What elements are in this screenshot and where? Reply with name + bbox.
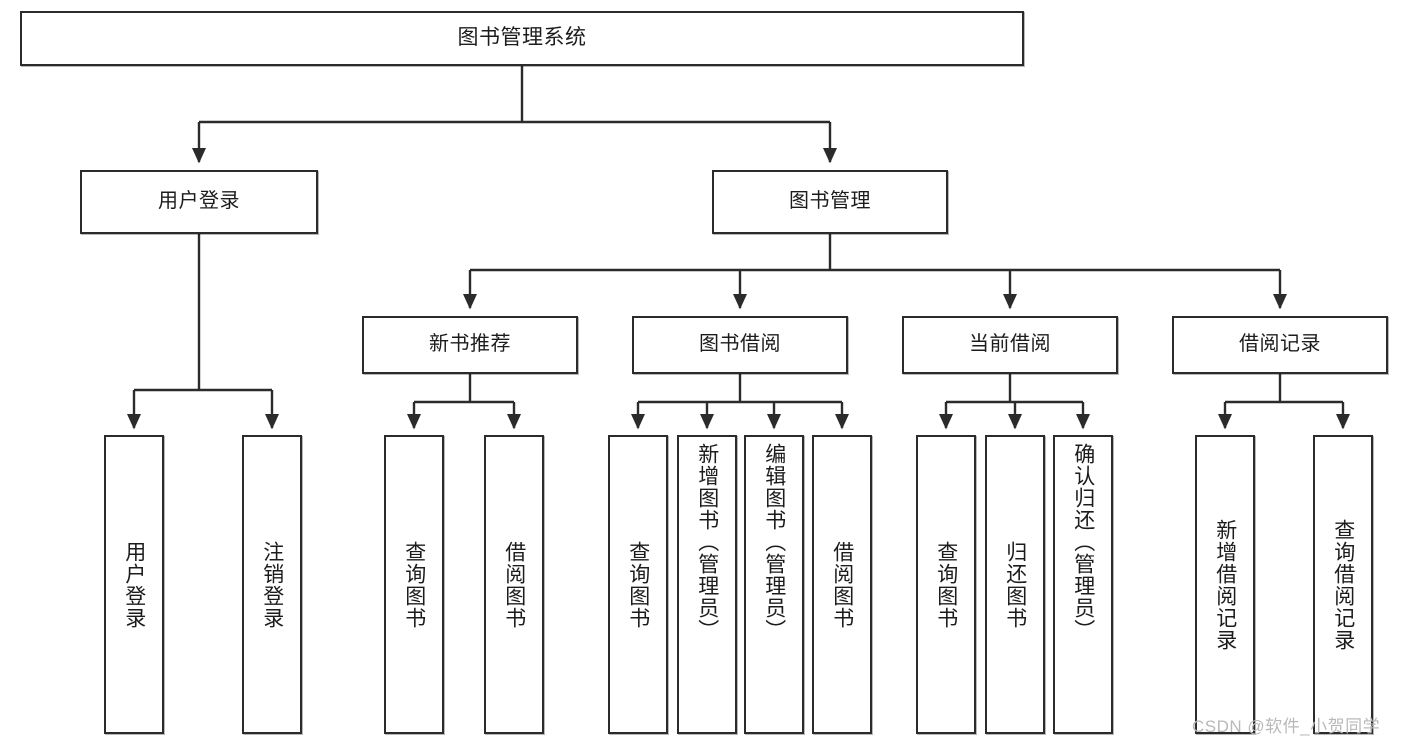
edge-group-book-manage [463, 234, 1287, 310]
node-label: 借阅记录 [1239, 333, 1321, 356]
node-label: 借阅图书 [502, 540, 526, 629]
node-leaf-borrow-book[interactable]: 借阅图书 [812, 435, 872, 734]
node-leaf-query-book-borrow[interactable]: 查询图书 [608, 435, 668, 734]
node-book-borrow[interactable]: 图书借阅 [632, 316, 848, 374]
node-label: 用户登录 [122, 540, 146, 629]
edge-group-current-borrow [939, 374, 1090, 430]
node-leaf-query-borrow-record[interactable]: 查询借阅记录 [1313, 435, 1373, 734]
node-leaf-logout-login[interactable]: 注销登录 [242, 435, 302, 734]
node-label: 编辑图书（管理员） [762, 443, 786, 641]
node-book-manage[interactable]: 图书管理 [712, 170, 948, 234]
node-label: 新书推荐 [429, 333, 511, 356]
node-label: 借阅图书 [830, 540, 854, 629]
node-label: 查询图书 [626, 540, 650, 629]
edge-group-user-login [127, 234, 279, 430]
node-label: 查询图书 [934, 540, 958, 629]
node-label: 图书管理 [789, 190, 871, 213]
node-label: 新增借阅记录 [1213, 518, 1237, 651]
node-leaf-add-borrow-record[interactable]: 新增借阅记录 [1195, 435, 1255, 734]
node-current-borrow[interactable]: 当前借阅 [902, 316, 1118, 374]
edge-group-borrow-record [1218, 374, 1350, 430]
edge-group-root [192, 66, 837, 164]
node-label: 新增图书（管理员） [695, 443, 719, 641]
node-label: 注销登录 [260, 540, 284, 629]
node-root-system[interactable]: 图书管理系统 [20, 11, 1024, 66]
node-label: 用户登录 [158, 190, 240, 213]
edge-group-new-book-recommend [407, 374, 521, 430]
node-label: 归还图书 [1003, 540, 1027, 629]
node-label: 当前借阅 [969, 333, 1051, 356]
node-leaf-borrow-book-recommend[interactable]: 借阅图书 [484, 435, 544, 734]
node-new-book-recommend[interactable]: 新书推荐 [362, 316, 578, 374]
node-leaf-confirm-return-admin[interactable]: 确认归还（管理员） [1053, 435, 1113, 734]
node-borrow-record[interactable]: 借阅记录 [1172, 316, 1388, 374]
node-leaf-query-book-recommend[interactable]: 查询图书 [384, 435, 444, 734]
node-leaf-user-login[interactable]: 用户登录 [104, 435, 164, 734]
node-label: 查询借阅记录 [1331, 518, 1355, 651]
node-leaf-query-book-current[interactable]: 查询图书 [916, 435, 976, 734]
csdn-watermark: CSDN @软件_小贺同学 [1192, 717, 1381, 736]
node-leaf-return-book[interactable]: 归还图书 [985, 435, 1045, 734]
edge-group-book-borrow [631, 374, 849, 430]
node-leaf-edit-book-admin[interactable]: 编辑图书（管理员） [744, 435, 804, 734]
node-label: 查询图书 [402, 540, 426, 629]
node-leaf-add-book-admin[interactable]: 新增图书（管理员） [677, 435, 737, 734]
node-label: 图书借阅 [699, 333, 781, 356]
node-user-login[interactable]: 用户登录 [80, 170, 318, 234]
node-label: 确认归还（管理员） [1071, 443, 1095, 641]
node-label: 图书管理系统 [457, 26, 587, 50]
